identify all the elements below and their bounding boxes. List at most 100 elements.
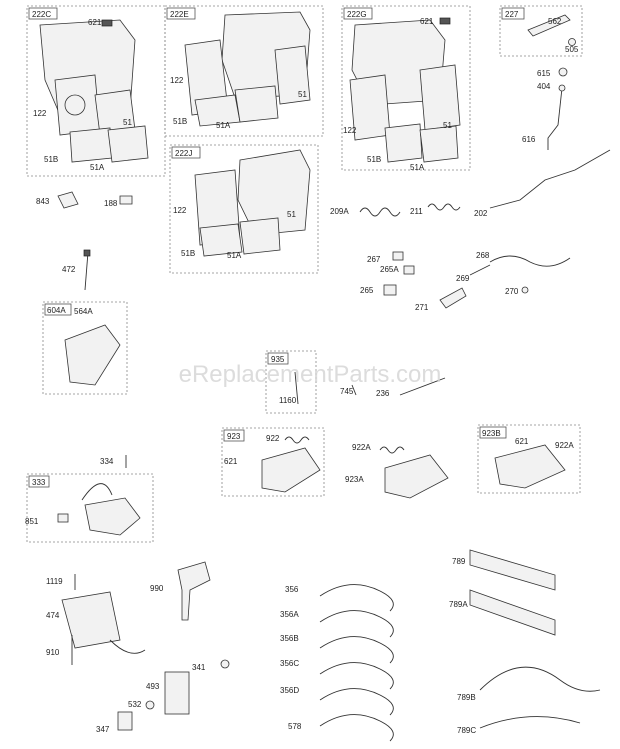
- group-222G: 222G 621 122 51 51B 51A: [341, 5, 471, 172]
- screw-part: [392, 251, 404, 261]
- part-number: 789A: [449, 600, 468, 609]
- part-number: 347: [96, 725, 110, 734]
- part-number: 621: [420, 17, 434, 26]
- spring-part: [359, 207, 401, 217]
- part-number: 789C: [457, 726, 476, 735]
- group-tag: [343, 7, 373, 20]
- part-number: 562: [548, 17, 562, 26]
- group-tag: [171, 146, 201, 159]
- bolt-parts: 745 236: [340, 377, 446, 398]
- gasket-part: [107, 125, 149, 163]
- group-tag: [267, 352, 289, 365]
- part-number: 356: [285, 585, 299, 594]
- rod-part: [547, 87, 563, 150]
- watermark: eReplacementParts.com: [179, 361, 442, 388]
- linkage-parts: 615 404 616: [522, 67, 568, 150]
- part-number: 745: [340, 387, 354, 396]
- group-tag: [223, 429, 245, 442]
- group-tag: [28, 7, 58, 20]
- gasket-part: [199, 223, 243, 257]
- group-label: 935: [271, 355, 285, 364]
- gasket-part: [419, 64, 461, 131]
- group-label: 222E: [170, 10, 189, 19]
- part-number: 922A: [555, 441, 574, 450]
- wire-harnesses: 356 356A 356B 356C 356D 578: [280, 584, 394, 742]
- lever-part: [469, 264, 491, 276]
- part-number: 356A: [280, 610, 299, 619]
- part-number: 122: [173, 206, 187, 215]
- part-number: 356D: [280, 686, 299, 695]
- part-number: 268: [476, 251, 490, 260]
- terminal-part: [57, 513, 69, 523]
- part-number: 474: [46, 611, 60, 620]
- nut-part: [568, 38, 576, 46]
- harness-part: [319, 662, 394, 690]
- gasket-part: [234, 85, 279, 123]
- gasket-hole: [64, 94, 86, 116]
- group-box: [42, 301, 128, 395]
- group-tag: [479, 426, 507, 439]
- group-tag: [166, 7, 196, 20]
- connector-part: [469, 549, 556, 591]
- governor-parts: 267 265A 265 268 269 270 271: [360, 251, 571, 312]
- part-number: 51B: [367, 155, 381, 164]
- part-number: 532: [128, 700, 142, 709]
- part-number: 51B: [181, 249, 195, 258]
- plate-part: [164, 671, 190, 715]
- part-number: 211: [410, 207, 423, 216]
- bracket-part: [384, 454, 449, 499]
- group-tag: [28, 475, 50, 488]
- screw-part: [294, 371, 299, 405]
- part-number: 265A: [380, 265, 399, 274]
- pin-head: [83, 249, 91, 257]
- group-label: 222G: [347, 10, 367, 19]
- part-number: 341: [192, 663, 206, 672]
- harness-part: [319, 610, 394, 638]
- rod-part: [399, 377, 446, 396]
- group-tag: [501, 7, 525, 20]
- spring-part: [379, 446, 405, 454]
- bracket-part: [261, 447, 321, 493]
- group-box: [26, 5, 166, 177]
- part-number: 51: [287, 210, 296, 219]
- cap-part: [117, 711, 133, 731]
- pin-part: [84, 251, 89, 291]
- bolt-part: [220, 659, 230, 669]
- part-number: 404: [537, 82, 551, 91]
- shield-part: [64, 324, 121, 386]
- block-part: [57, 191, 79, 209]
- part-number: 122: [33, 109, 47, 118]
- part-number: 51A: [216, 121, 231, 130]
- screw-part: [119, 195, 133, 205]
- part-number: 51: [298, 90, 307, 99]
- nut-part: [145, 700, 155, 710]
- group-604A: 604A 564A: [42, 301, 128, 395]
- part-number: 923A: [345, 475, 364, 484]
- group-label: 222C: [32, 10, 51, 19]
- part-number: 843: [36, 197, 50, 206]
- bracket-assembly: 922A 923A: [345, 443, 449, 499]
- gasket-part: [419, 125, 459, 163]
- part-number: 122: [343, 126, 357, 135]
- lever-part: [527, 14, 571, 37]
- group-923B: 923B 621 922A: [477, 424, 581, 494]
- wire-part: [109, 639, 146, 654]
- bolt-part: [351, 384, 357, 396]
- gasket-part: [69, 127, 113, 163]
- group-box: [499, 5, 583, 57]
- gasket-part: [239, 217, 281, 255]
- group-box: [169, 144, 319, 274]
- spring-part: [427, 203, 461, 211]
- part-number: 789: [452, 557, 466, 566]
- springs: 209A 211 202: [330, 149, 611, 218]
- harness-part: [319, 584, 394, 612]
- part-number: 122: [170, 76, 184, 85]
- clip-part: [439, 17, 451, 25]
- misc-left-parts: 843 188 472: [36, 191, 133, 291]
- group-333: 334 333 851: [25, 455, 154, 543]
- group-box: [341, 5, 471, 171]
- part-number: 51B: [173, 117, 187, 126]
- part-number: 209A: [330, 207, 349, 216]
